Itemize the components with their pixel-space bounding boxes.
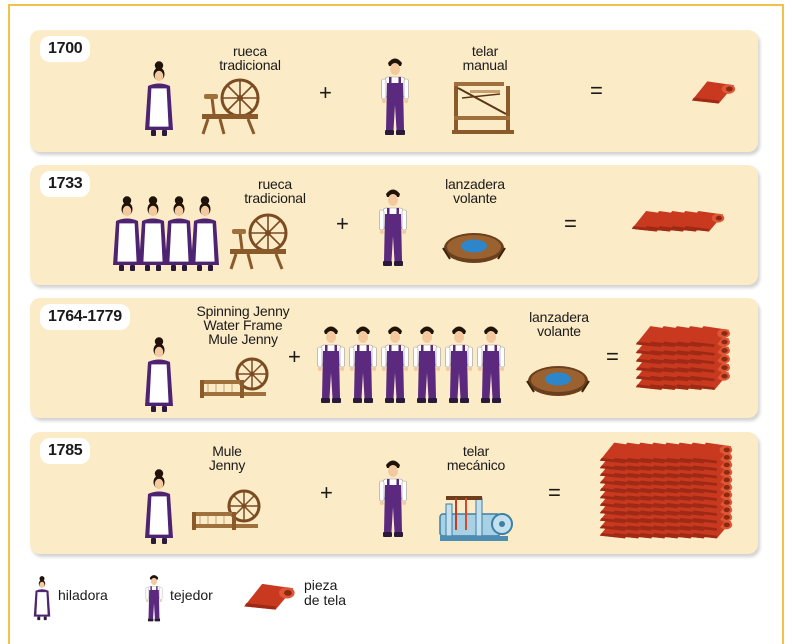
weaver-icon (316, 318, 346, 404)
equals-sign: = (548, 480, 561, 505)
legend-cloth-label: pieza de tela (304, 577, 347, 608)
weaver-icon (144, 570, 164, 622)
cloth-roll-icon (242, 576, 298, 612)
legend-weaver-label: tejedor (170, 587, 213, 603)
cloth-piece (691, 81, 736, 104)
cloth-output (599, 442, 733, 539)
timeline-row-1764-1779: 1764-1779 Spinning Jenny Water Frame Mul… (30, 298, 758, 418)
weaver-icon (476, 318, 506, 404)
year-label: 1733 (40, 171, 91, 197)
spinner-icon (142, 328, 176, 414)
flying-shuttle-icon (526, 362, 590, 400)
spinner-icon (142, 52, 176, 138)
spinner-icon (142, 460, 176, 546)
weaver-icon (348, 318, 378, 404)
cloth-output (691, 81, 736, 104)
weaver-icon (378, 452, 408, 538)
power-loom-icon (436, 484, 516, 544)
spinning-tool-label: rueca tradicional (244, 176, 306, 206)
year-label: 1764-1779 (40, 304, 130, 330)
timeline-row-1733: 1733 rueca tradicional + lanzadera volan… (30, 165, 758, 285)
year-label: 1785 (40, 438, 91, 464)
spinning-wheel-icon (226, 211, 298, 271)
spinning-tool-label: rueca tradicional (219, 43, 281, 73)
spinning-tool-label: Mule Jenny (208, 443, 246, 473)
mule-jenny-icon (198, 356, 270, 400)
cloth-output (635, 326, 730, 390)
spinner-icon (188, 187, 222, 273)
weaving-tool-label: telar mecánico (446, 443, 506, 473)
weaver-icon (412, 318, 442, 404)
spinning-tool-label: Spinning Jenny Water Frame Mule Jenny (196, 303, 290, 347)
weaver-icon (378, 181, 408, 267)
spinner-icon (32, 570, 52, 622)
legend-spinner-label: hiladora (58, 587, 108, 603)
plus-sign: + (320, 480, 333, 505)
weaver-icon (444, 318, 474, 404)
weaver-icon (380, 50, 410, 136)
timeline-row-1785: 1785 Mule Jenny + telar mecánico = (30, 432, 758, 554)
plus-sign: + (288, 344, 301, 369)
hand-loom-icon (450, 76, 516, 136)
mule-jenny-icon (190, 488, 262, 532)
timeline-row-1700: 1700 rueca tradicional + telar manual = (30, 30, 758, 152)
weaving-tool-label: lanzadera volante (529, 309, 589, 339)
plus-sign: + (319, 80, 332, 105)
cloth-output (631, 210, 725, 232)
equals-sign: = (590, 78, 603, 103)
weaver-icon (380, 318, 410, 404)
flying-shuttle-icon (442, 229, 506, 267)
weaving-tool-label: lanzadera volante (445, 176, 505, 206)
equals-sign: = (564, 211, 577, 236)
year-label: 1700 (40, 36, 91, 62)
weaving-tool-label: telar manual (462, 43, 508, 73)
figure-frame (8, 4, 784, 644)
spinning-wheel-icon (198, 76, 270, 136)
plus-sign: + (336, 211, 349, 236)
equals-sign: = (606, 344, 619, 369)
